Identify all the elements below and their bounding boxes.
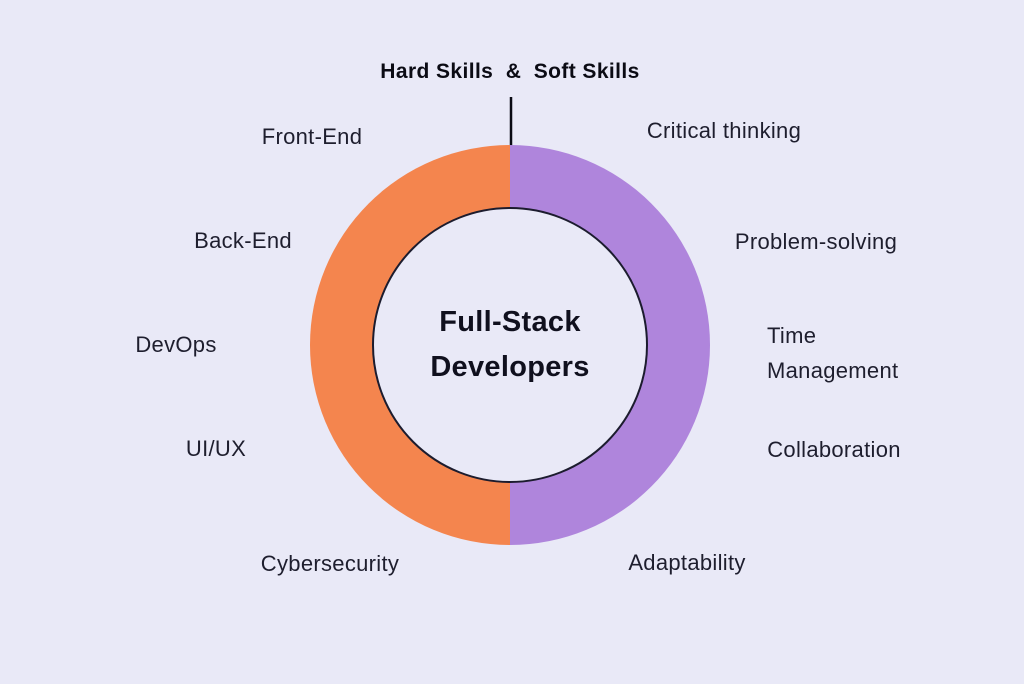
donut-ring: Full-Stack Developers (310, 145, 710, 545)
soft-skill-adaptability: Adaptability (628, 550, 746, 575)
center-title-line1: Full-Stack (439, 306, 581, 339)
hard-skill-devops: DevOps (135, 332, 217, 357)
soft-skill-time-management: Time Management (767, 323, 899, 384)
soft-skill-problem-solving: Problem-solving (734, 229, 898, 254)
soft-skill-collaboration: Collaboration (767, 437, 901, 462)
center-title-line2: Developers (430, 351, 590, 383)
donut-center: Full-Stack Developers (372, 207, 648, 483)
page-title: Hard Skills & Soft Skills (380, 60, 640, 83)
hard-skill-back-end: Back-End (194, 228, 292, 253)
hard-skill-front-end: Front-End (261, 124, 363, 149)
hard-skill-cybersecurity: Cybersecurity (260, 551, 400, 576)
soft-skill-critical-thinking: Critical thinking (646, 118, 802, 143)
hard-skill-ui-ux: UI/UX (185, 436, 247, 461)
